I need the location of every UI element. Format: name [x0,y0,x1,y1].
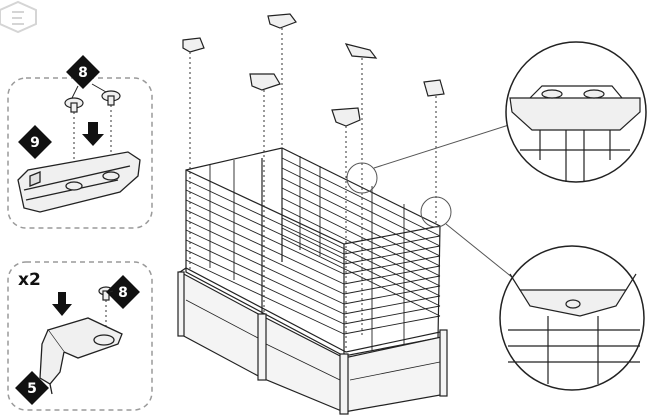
bed-base [177,267,448,415]
corner-bracket-part [39,317,123,395]
callout-part-8: 8 [66,55,100,89]
bolt-icon [64,90,121,113]
callout-label: 5 [27,381,37,397]
brand-logo-icon [0,0,37,34]
down-arrow-icon [82,122,104,146]
raised-bed-assembly [177,13,448,415]
quantity-label: x2 [18,270,41,290]
cap-part [182,13,445,127]
zoom-marker [346,123,519,283]
detail-zoom-top [505,41,647,183]
down-arrow-icon [52,292,72,316]
detail-zoom-bottom [499,245,645,391]
callout-label: 8 [118,285,128,301]
detail-panel-connector: 8 9 [7,55,153,229]
callout-label: 8 [78,65,88,81]
callout-part-9: 9 [18,125,52,159]
trellis-cage [185,147,441,357]
connector-top-part [17,151,141,213]
detail-panel-corner: x2 8 5 [7,261,153,411]
callout-label: 9 [30,135,40,151]
